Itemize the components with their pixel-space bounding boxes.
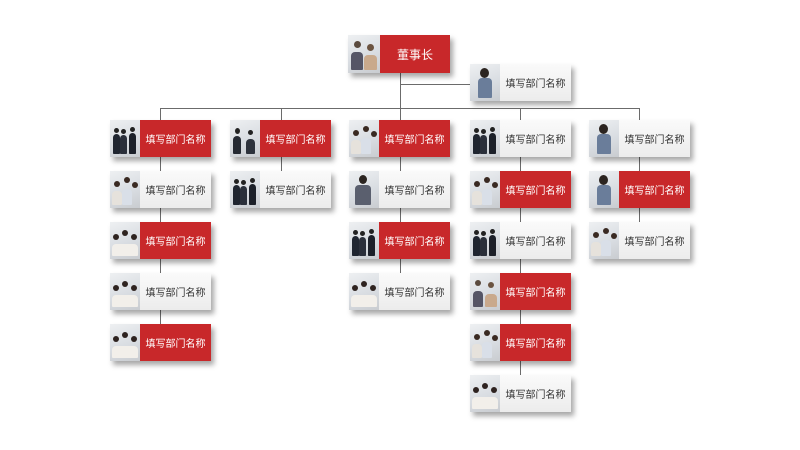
org-node-col2-row2[interactable]: 填写部门名称: [230, 171, 331, 208]
group-photo-icon: [110, 222, 140, 259]
team-laptop-photo-icon: [110, 171, 140, 208]
node-label: 填写部门名称: [500, 222, 571, 259]
group-photo-icon: [470, 375, 500, 412]
node-label: 填写部门名称: [260, 171, 331, 208]
org-node-col5-row1[interactable]: 填写部门名称: [589, 120, 690, 157]
connector-assistant: [400, 84, 470, 85]
business-meeting-photo-icon: [230, 120, 260, 157]
node-label: 填写部门名称: [500, 64, 571, 101]
org-node-col3-row3[interactable]: 填写部门名称: [349, 222, 450, 259]
handshake-photo-icon: [110, 120, 140, 157]
org-node-col5-row2[interactable]: 填写部门名称: [589, 171, 690, 208]
handshake-photo-icon: [349, 222, 379, 259]
node-label: 填写部门名称: [379, 120, 450, 157]
node-label: 填写部门名称: [379, 222, 450, 259]
node-label: 填写部门名称: [619, 222, 690, 259]
org-node-col4-row3[interactable]: 填写部门名称: [470, 222, 571, 259]
node-label: 填写部门名称: [140, 171, 211, 208]
node-label: 董事长: [380, 35, 450, 73]
org-node-col3-row4[interactable]: 填写部门名称: [349, 273, 450, 310]
team-laptop-photo-icon: [589, 222, 619, 259]
org-node-col1-row1[interactable]: 填写部门名称: [110, 120, 211, 157]
org-node-col3-row2[interactable]: 填写部门名称: [349, 171, 450, 208]
team-laptop-photo-icon: [349, 120, 379, 157]
woman-desk-photo-icon: [349, 171, 379, 208]
node-label: 填写部门名称: [500, 273, 571, 310]
meeting-photo-icon: [470, 273, 500, 310]
org-node-chairman[interactable]: 董事长: [348, 35, 450, 73]
node-label: 填写部门名称: [140, 273, 211, 310]
node-label: 填写部门名称: [379, 171, 450, 208]
woman-laptop-photo-icon: [589, 171, 619, 208]
org-node-col2-row1[interactable]: 填写部门名称: [230, 120, 331, 157]
org-node-col4-row6[interactable]: 填写部门名称: [470, 375, 571, 412]
node-label: 填写部门名称: [379, 273, 450, 310]
org-node-col5-row3[interactable]: 填写部门名称: [589, 222, 690, 259]
node-label: 填写部门名称: [619, 120, 690, 157]
group-photo-icon: [110, 273, 140, 310]
woman-laptop-photo-icon: [470, 64, 500, 101]
node-label: 填写部门名称: [500, 120, 571, 157]
handshake-photo-icon: [470, 120, 500, 157]
meeting-photo-icon: [348, 35, 380, 73]
team-laptop-photo-icon: [470, 171, 500, 208]
connector-trunk-vertical: [400, 72, 401, 109]
org-node-col1-row4[interactable]: 填写部门名称: [110, 273, 211, 310]
woman-laptop-photo-icon: [589, 120, 619, 157]
group-photo-icon: [349, 273, 379, 310]
org-node-col1-row2[interactable]: 填写部门名称: [110, 171, 211, 208]
org-node-col3-row1[interactable]: 填写部门名称: [349, 120, 450, 157]
org-node-col1-row3[interactable]: 填写部门名称: [110, 222, 211, 259]
org-node-col4-row4[interactable]: 填写部门名称: [470, 273, 571, 310]
handshake-photo-icon: [230, 171, 260, 208]
team-laptop-photo-icon: [470, 324, 500, 361]
node-label: 填写部门名称: [500, 171, 571, 208]
org-node-col4-row5[interactable]: 填写部门名称: [470, 324, 571, 361]
org-node-col4-row1[interactable]: 填写部门名称: [470, 120, 571, 157]
handshake-photo-icon: [470, 222, 500, 259]
org-node-assistant[interactable]: 填写部门名称: [470, 64, 571, 101]
node-label: 填写部门名称: [140, 222, 211, 259]
node-label: 填写部门名称: [500, 375, 571, 412]
node-label: 填写部门名称: [140, 120, 211, 157]
org-node-col1-row5[interactable]: 填写部门名称: [110, 324, 211, 361]
group-photo-icon: [110, 324, 140, 361]
node-label: 填写部门名称: [619, 171, 690, 208]
node-label: 填写部门名称: [260, 120, 331, 157]
org-node-col4-row2[interactable]: 填写部门名称: [470, 171, 571, 208]
node-label: 填写部门名称: [140, 324, 211, 361]
node-label: 填写部门名称: [500, 324, 571, 361]
